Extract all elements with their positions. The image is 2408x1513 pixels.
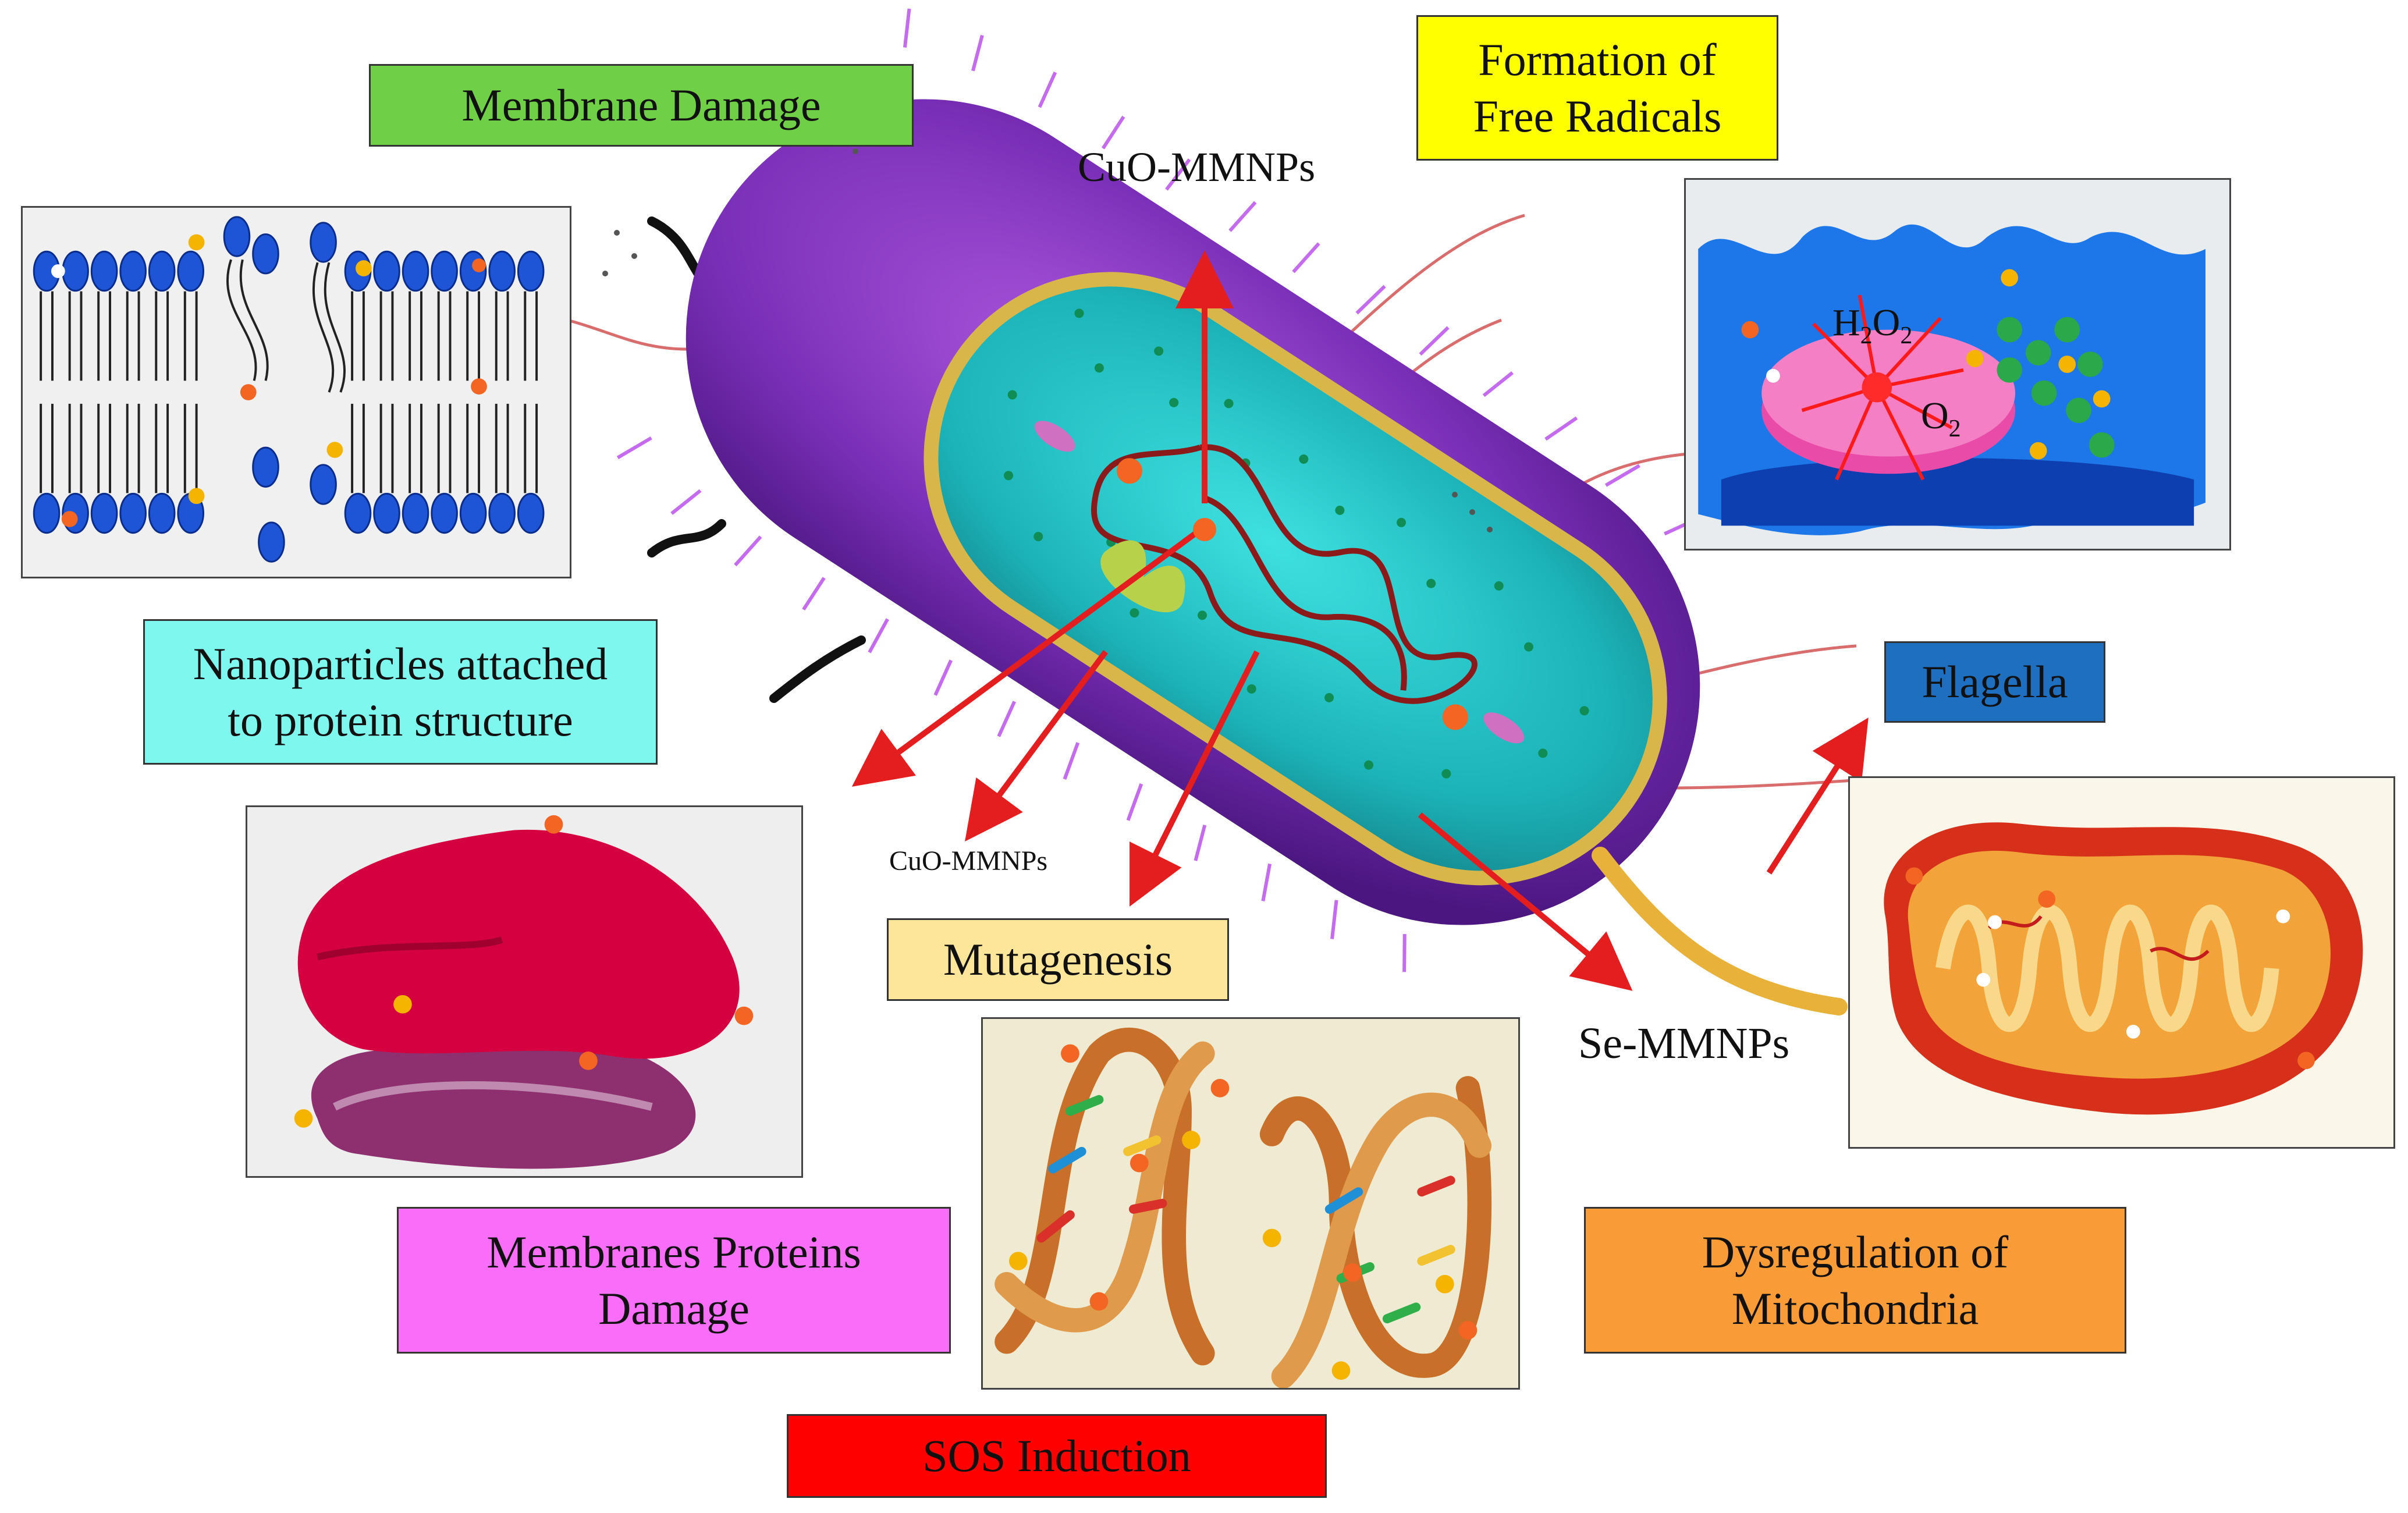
cuo-mmnps-top-label: CuO-MMNPs [1078,144,1316,190]
h2o2-label: H2O2 [1832,301,1913,350]
lipid-bilayer-panel [21,206,571,578]
membrane-damage-label: Membrane Damage [369,64,914,147]
protein-panel [246,805,803,1178]
tail-flagellum [1592,847,1848,1015]
cuo-mmnps-small-label: CuO-MMNPs [889,846,1048,876]
mitochondria-panel [1848,776,2395,1149]
lipid-bilayer-image [33,216,545,563]
dna-panel [981,1017,1520,1390]
sos-induction-label: SOS Induction [787,1414,1327,1498]
mitochondrion-image [1884,822,2363,1115]
nanoparticles-label: Nanoparticles attached to protein struct… [143,619,658,765]
membrane-proteins-label: Membranes Proteins Damage [397,1207,951,1354]
cell-envelope [616,8,1700,972]
free-radicals-label: Formation of Free Radicals [1416,15,1778,161]
o2-label: O2 [1921,395,1961,443]
surface-hairs [616,8,1700,972]
mutagenesis-label: Mutagenesis [887,918,1229,1001]
mitochondria-label: Dysregulation of Mitochondria [1584,1207,2126,1354]
free-radicals-panel: H2O2 O2 [1684,178,2231,550]
flagella-label: Flagella [1884,641,2105,723]
mechanism-arrows [851,250,1869,991]
se-mmnps-label: Se-MMNPs [1578,1019,1790,1068]
dna-helix-image [995,1028,1492,1388]
nucleoid-dna [1091,444,1478,704]
ribosomes [1004,308,1589,779]
protein-image [294,815,754,1169]
free-radicals-image [1698,224,2205,535]
